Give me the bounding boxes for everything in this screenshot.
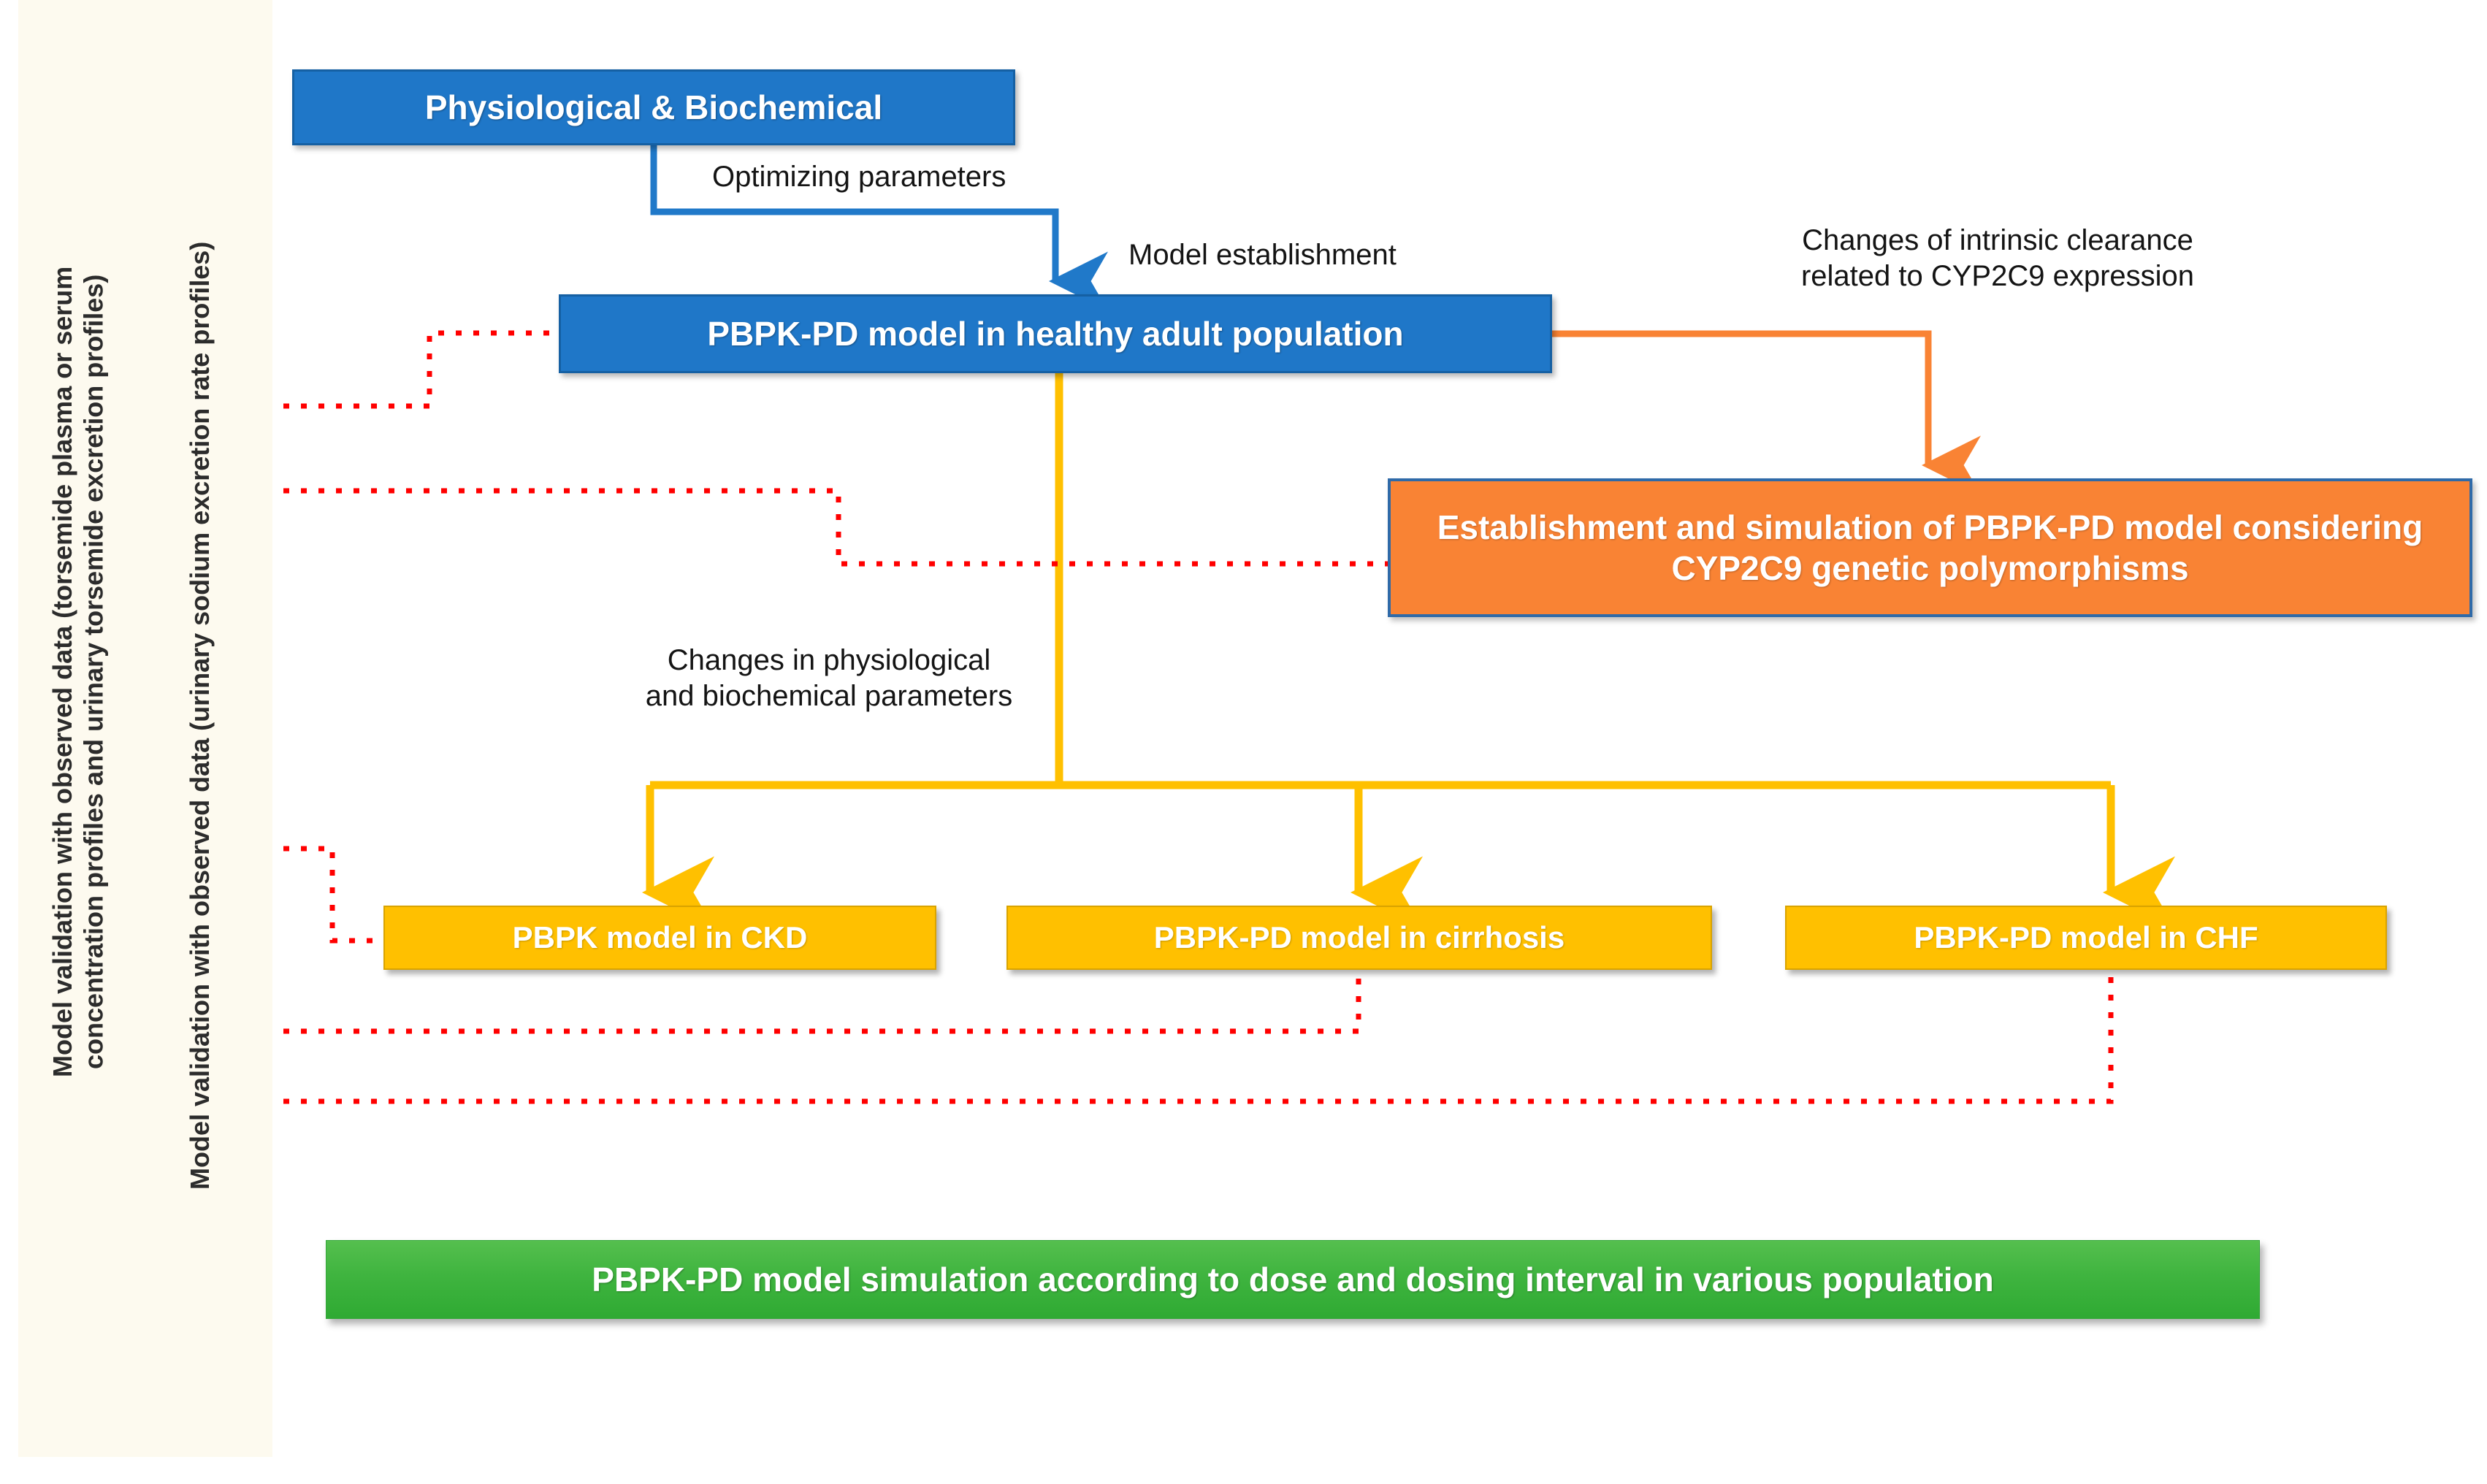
- node-pbpk-pd-model-cirrhosis[interactable]: PBPK-PD model in cirrhosis: [1006, 906, 1712, 970]
- node-physiological-biochemical[interactable]: Physiological & Biochemical: [292, 69, 1015, 145]
- arrow-healthy-to-disease-models: [642, 373, 2175, 929]
- node-simulation-dose-interval[interactable]: PBPK-PD model simulation according to do…: [326, 1240, 2260, 1319]
- dotted-validation-ckd: [283, 846, 383, 944]
- dotted-validation-cyp2c9: [283, 488, 1388, 567]
- annotation-model-establishment: Model establishment: [1128, 239, 1397, 271]
- annotation-physiological-changes: Changes in physiological and biochemical…: [645, 644, 1013, 712]
- dotted-validation-healthy: [283, 330, 559, 409]
- validation-sidebar: Model validation with observed data (tor…: [18, 0, 272, 1457]
- sidebar-label-torsemide-validation: Model validation with observed data (tor…: [47, 266, 109, 1078]
- node-pbpk-model-ckd[interactable]: PBPK model in CKD: [383, 906, 936, 970]
- annotation-intrinsic-clearance: Changes of intrinsic clearance related t…: [1800, 224, 2195, 292]
- dotted-validation-cirrhosis: [283, 970, 1361, 1034]
- sidebar-label-sodium-validation: Model validation with observed data (uri…: [185, 241, 215, 1190]
- node-pbpk-pd-model-chf[interactable]: PBPK-PD model in CHF: [1785, 906, 2387, 970]
- arrow-healthy-to-cyp2c9: [1552, 330, 1981, 495]
- node-pbpk-pd-healthy-adult[interactable]: PBPK-PD model in healthy adult populatio…: [559, 294, 1552, 373]
- dotted-validation-chf: [283, 970, 2114, 1104]
- node-cyp2c9-polymorphisms[interactable]: Establishment and simulation of PBPK-PD …: [1388, 478, 2472, 617]
- annotation-optimizing-parameters: Optimizing parameters: [712, 161, 1006, 193]
